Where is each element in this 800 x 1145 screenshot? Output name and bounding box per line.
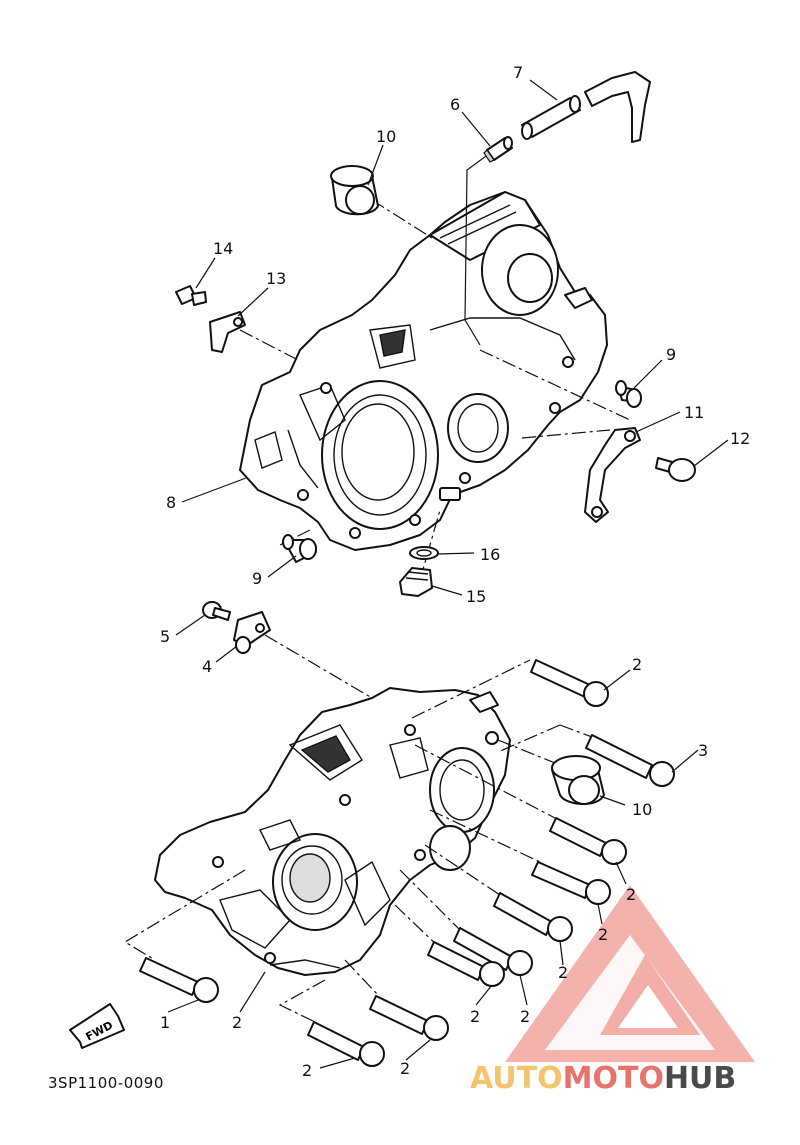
callout-labels: 7 6 10 14 13 9 11 12 8 9 16 15 5 4 2 3 1… xyxy=(160,63,750,1080)
callout-7: 7 xyxy=(513,63,523,82)
bolt-2-g xyxy=(369,995,449,1041)
bolt-2-i xyxy=(307,1021,385,1067)
callout-15: 15 xyxy=(466,587,486,606)
callout-10-bottom: 10 xyxy=(632,800,652,819)
callout-11: 11 xyxy=(684,403,704,422)
bolt-2-e xyxy=(453,927,533,976)
callout-2-g: 1 xyxy=(160,1013,170,1032)
washer-16 xyxy=(409,546,439,560)
left-crankcase-half xyxy=(154,687,511,976)
watermark-moto: MOTO xyxy=(563,1061,664,1096)
watermark-auto: AUTO xyxy=(470,1061,563,1096)
bolt-2-h xyxy=(139,957,219,1003)
bolt-2-c xyxy=(531,861,611,905)
callout-2-d: 2 xyxy=(558,963,568,982)
callout-2-top: 2 xyxy=(632,655,642,674)
callout-10-top: 10 xyxy=(376,127,396,146)
callout-3: 3 xyxy=(698,741,708,760)
bolt-2-f xyxy=(427,941,505,987)
callout-1: 2 xyxy=(232,1013,242,1032)
callout-9-left: 9 xyxy=(252,569,262,588)
callout-5: 5 xyxy=(160,627,170,646)
plate-11 xyxy=(584,427,641,523)
bolt-2-d xyxy=(493,892,573,942)
hose-nipple xyxy=(483,136,513,163)
hose-pipe xyxy=(584,71,651,143)
watermark-logo xyxy=(505,885,755,1062)
bolt-2-top xyxy=(530,659,609,707)
forward-direction-arrow: FWD xyxy=(69,1003,125,1049)
dowel-pin-9-right xyxy=(615,380,642,408)
screw-5 xyxy=(202,601,231,621)
callout-2-f: 2 xyxy=(520,1007,530,1026)
callout-2-c: 2 xyxy=(598,925,608,944)
bearing-top xyxy=(330,165,379,216)
dowel-pin-9-left xyxy=(282,534,317,563)
bearing-bottom xyxy=(551,755,605,805)
leader-lines xyxy=(167,79,729,1069)
bolt-14 xyxy=(175,285,207,306)
bolt-2-b xyxy=(549,817,627,865)
watermark-text: AUTOMOTOHUB xyxy=(470,1061,736,1096)
callout-4: 4 xyxy=(202,657,212,676)
hose-connector xyxy=(521,95,581,140)
callout-16: 16 xyxy=(480,545,500,564)
drawing-code: 3SP1100-0090 xyxy=(48,1074,164,1092)
callout-13: 13 xyxy=(266,269,286,288)
callout-2-i: 2 xyxy=(302,1061,312,1080)
bolt-3 xyxy=(585,734,675,787)
watermark-hub: HUB xyxy=(664,1061,736,1096)
bolt-12 xyxy=(655,457,696,482)
callout-6: 6 xyxy=(450,95,460,114)
callout-2-h: 2 xyxy=(400,1059,410,1078)
callout-2-b: 2 xyxy=(626,885,636,904)
callout-12: 12 xyxy=(730,429,750,448)
callout-9-right: 9 xyxy=(666,345,676,364)
bracket-4 xyxy=(233,611,271,654)
bracket-13 xyxy=(209,311,246,353)
callout-14: 14 xyxy=(213,239,233,258)
right-crankcase-half xyxy=(239,191,608,551)
drain-plug-15 xyxy=(399,567,433,597)
callout-8: 8 xyxy=(166,493,176,512)
callout-2-e: 2 xyxy=(470,1007,480,1026)
